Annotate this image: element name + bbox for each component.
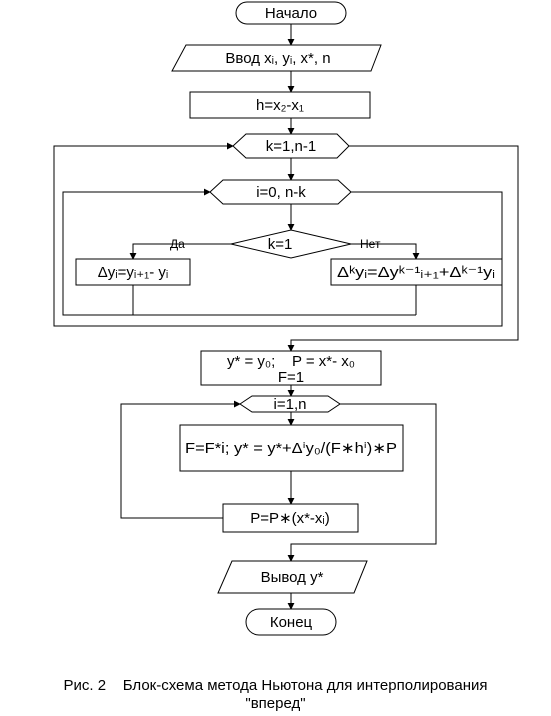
update-p-process (222, 503, 359, 533)
start-label: Начало (265, 5, 317, 22)
loop-i-label: i=0, n-k (256, 184, 306, 201)
end-terminator (245, 608, 337, 636)
inner-loop-exit (53, 142, 503, 327)
figure-caption-continued: "вперед" (245, 695, 306, 712)
branch-no-line (351, 243, 420, 260)
first-diff-process (75, 258, 191, 286)
output-loop-return (120, 400, 241, 519)
init-label-1: y* = y₀; P = x*- x₀ (227, 353, 355, 370)
branch-yes-line (129, 243, 231, 260)
formula-label: F=F*i; y* = y*+Δⁱy₀/(F∗hⁱ)∗P (185, 440, 397, 457)
connectors (53, 24, 519, 610)
loop-k-label: k=1,n-1 (266, 138, 316, 155)
decision-diamond (230, 229, 352, 259)
loop-i-hexagon (209, 179, 352, 205)
step-process (189, 91, 371, 119)
update-p-label: P=P∗(x*-xᵢ) (250, 510, 330, 527)
input-label: Ввод xᵢ, yᵢ, x*, n (225, 50, 330, 67)
higher-diff-process (330, 258, 503, 286)
decision-label: k=1 (268, 236, 293, 253)
first-diff-label: Δyᵢ=yᵢ₊₁- yᵢ (98, 264, 169, 281)
init-label-2: F=1 (278, 369, 304, 386)
figure-caption: Рис. 2 Блок-схема метода Ньютона для инт… (63, 677, 488, 694)
output-label: Вывод y* (261, 569, 324, 586)
higher-diff-label: Δᵏyᵢ=Δyᵏ⁻¹ᵢ₊₁+Δᵏ⁻¹yᵢ (337, 264, 495, 281)
input-parallelogram (171, 44, 382, 72)
branch-yes-label: Да (170, 237, 185, 251)
init-process (200, 350, 382, 386)
step-label: h=x₂-x₁ (256, 97, 304, 114)
inner-loop-return (62, 188, 211, 316)
loop-k-hexagon (232, 133, 350, 159)
start-terminator (235, 1, 347, 25)
loop-out-label: i=1,n (274, 396, 307, 413)
end-label: Конец (270, 614, 313, 631)
branch-no-label: Нет (360, 237, 381, 251)
output-parallelogram (217, 560, 368, 594)
output-loop-exit (287, 403, 437, 562)
loop-out-hexagon (239, 395, 341, 413)
formula-process (179, 424, 404, 472)
outer-loop-exit (287, 145, 519, 352)
